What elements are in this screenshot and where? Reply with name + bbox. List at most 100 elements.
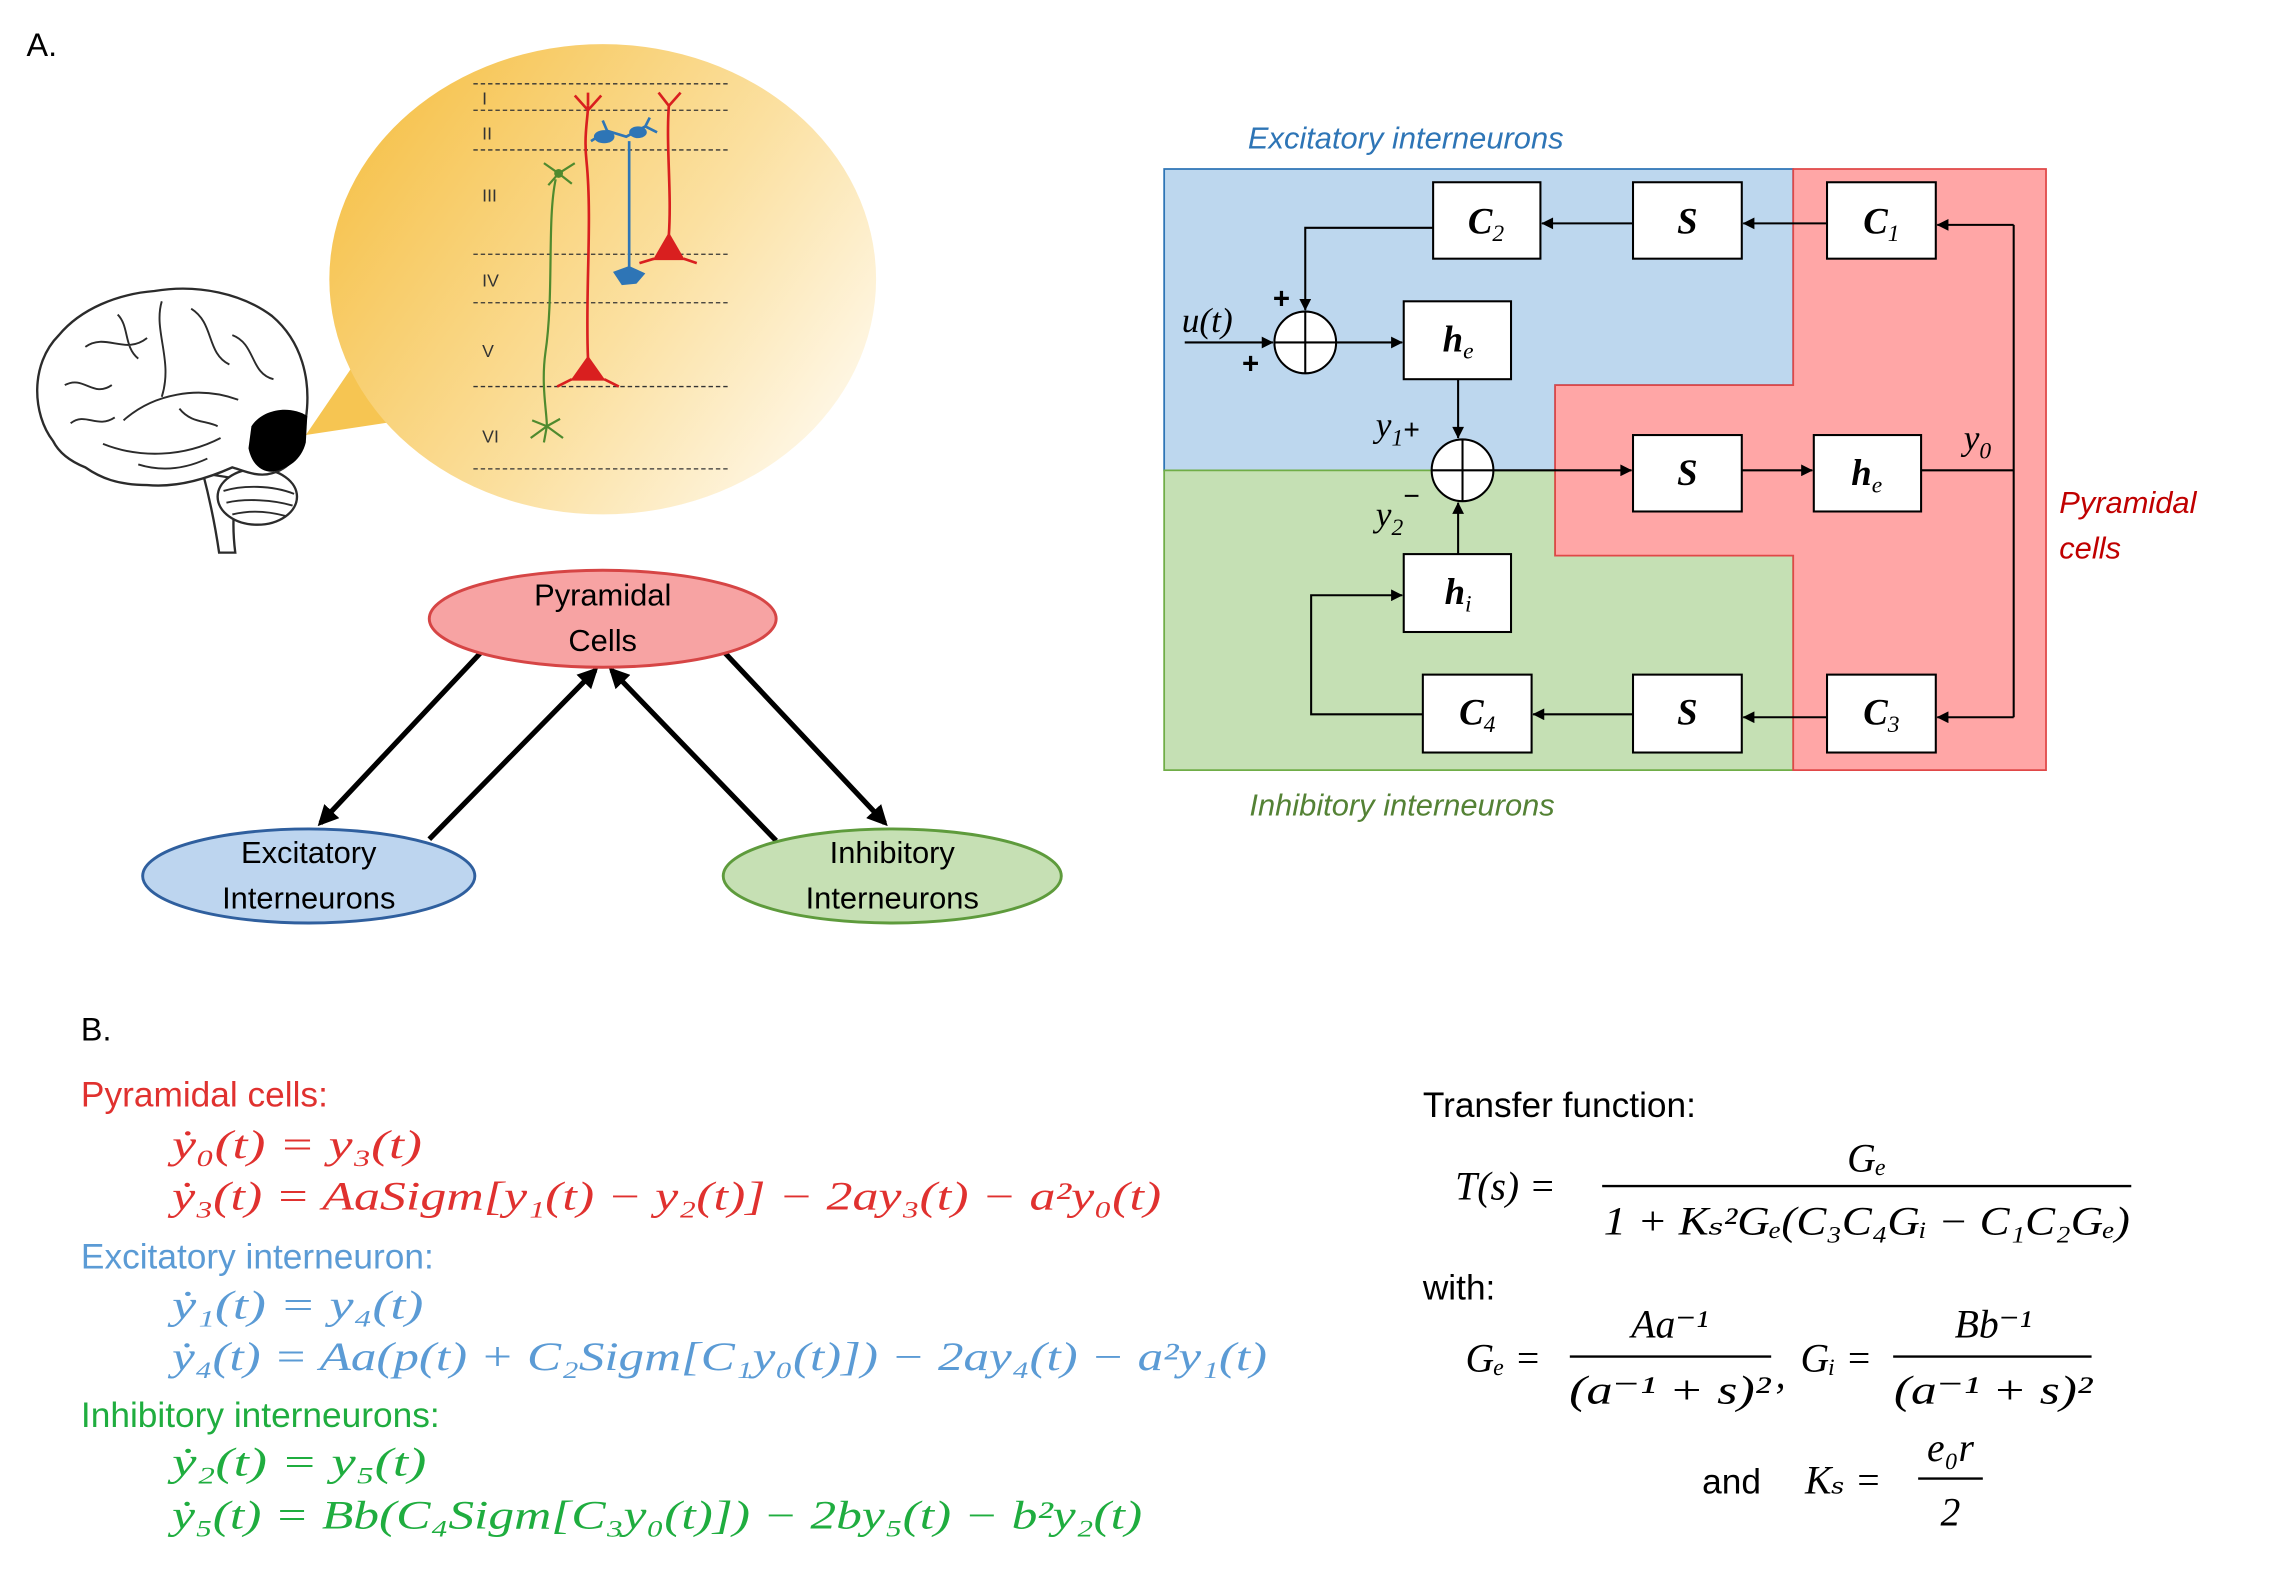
inhibitory-equation-1: ẏ₂(t) = y₅(t) — [167, 1441, 427, 1485]
signal-y0-label: y0 — [1961, 419, 1992, 465]
block-s-box — [1631, 434, 1743, 513]
pyramidal-equation-2: ẏ₃(t) = AaSigm[y₁(t) − y₂(t)] − 2ay₃(t) … — [167, 1175, 1161, 1219]
block-c4-box — [1421, 673, 1533, 754]
block-he-symbol: h — [1851, 452, 1871, 493]
basal-dendrites — [556, 378, 620, 388]
population-diagram: Pyramidal Cells Excitatory Interneurons … — [141, 568, 1063, 925]
green-neuron-soma — [554, 169, 564, 178]
layer-label-i: I — [482, 88, 487, 108]
block-c3-symbol: C — [1863, 692, 1888, 733]
inhibitory-equations: Inhibitory interneurons: ẏ₂(t) = y₅(t) ẏ… — [81, 1396, 1142, 1537]
block-hi: hi — [1402, 553, 1513, 634]
pyramidal-region-label-line2: cells — [2059, 531, 2121, 566]
sum-cross — [1274, 311, 1337, 374]
blue-soma — [629, 126, 647, 139]
pyramidal-neuron-layer-v — [556, 92, 620, 388]
block-he-excitatory: he — [1402, 300, 1513, 381]
layer-label-ii: II — [482, 124, 492, 144]
apical-dendrite — [666, 105, 671, 236]
pyramidal-soma — [652, 232, 686, 261]
layer-label-iii: III — [482, 185, 497, 205]
ge-numerator: Aa⁻¹ — [1628, 1302, 1708, 1346]
transfer-lhs: T(s) = — [1455, 1164, 1556, 1208]
signal-y2-sign: − — [1403, 481, 1420, 513]
brain-sulci — [64, 301, 274, 470]
pyramidal-neuron-layer-iii — [639, 91, 698, 265]
input-signal-label: u(t) — [1182, 301, 1233, 340]
block-he-box — [1812, 434, 1923, 513]
arrow-excitatory-to-pyramidal — [427, 667, 599, 842]
excitatory-label-line2: Interneurons — [222, 880, 395, 915]
arrow-pyramidal-to-excitatory — [317, 649, 485, 827]
block-he-label: he — [1851, 452, 1882, 498]
block-he-box — [1402, 300, 1513, 381]
apical-dendrite — [584, 105, 591, 359]
signal-y1-sign: + — [1403, 414, 1420, 446]
ks-denominator: 2 — [1941, 1491, 1961, 1535]
gi-denominator: (a⁻¹ + s)² — [1894, 1369, 2094, 1413]
ge-denominator: (a⁻¹ + s)² — [1569, 1369, 1772, 1413]
separator-comma: , — [1776, 1352, 1786, 1396]
block-s-label: S — [1677, 201, 1697, 242]
block-he-label: he — [1443, 318, 1474, 364]
arrow-inhibitory-to-pyramidal — [608, 667, 778, 843]
block-s-excitatory: S — [1631, 181, 1743, 260]
pyramidal-label-line2: Cells — [568, 623, 637, 658]
signal-y0-sub: 0 — [1979, 439, 1991, 465]
cerebellum-folia — [223, 485, 295, 517]
blue-stellate-neurons — [590, 116, 658, 286]
bubble — [329, 44, 877, 515]
pyramidal-soma — [570, 355, 606, 381]
excitatory-region-label: Excitatory interneurons — [1248, 120, 1564, 155]
inhibitory-label-line2: Interneurons — [806, 880, 979, 915]
signal-y1-label: y1+ — [1373, 406, 1420, 452]
excitatory-label-line1: Excitatory — [241, 835, 377, 870]
apical-tuft — [573, 92, 603, 112]
sum1-plus-left: + — [1242, 347, 1259, 380]
panel-b-label: B. — [81, 1012, 112, 1048]
pyramidal-equations: Pyramidal cells: ẏ₀(t) = y₃(t) ẏ₃(t) = A… — [81, 1076, 1161, 1219]
block-he-sub: e — [1872, 472, 1882, 498]
block-c4-symbol: C — [1459, 692, 1484, 733]
wire-c4-to-hi — [1310, 589, 1423, 716]
gi-numerator: Bb⁻¹ — [1955, 1302, 2032, 1346]
summing-junction-2 — [1430, 438, 1495, 503]
block-c1-box — [1825, 181, 1937, 260]
block-c4: C4 — [1421, 673, 1533, 754]
layer-label-v: V — [482, 341, 494, 361]
block-c2-symbol: C — [1468, 201, 1493, 242]
signal-y1-symbol: y — [1373, 406, 1392, 445]
pyramidal-region-label-line1: Pyramidal — [2059, 485, 2197, 520]
bubble-tail — [305, 361, 403, 436]
basal-dendrites — [639, 257, 698, 265]
block-he-sub: e — [1463, 339, 1473, 365]
block-s-box — [1631, 673, 1743, 754]
signal-y2-sub: 2 — [1391, 515, 1403, 541]
sum-cross — [1431, 439, 1494, 502]
block-c3-sub: 3 — [1887, 712, 1900, 738]
cortex-inset: I II III IV V VI — [305, 44, 877, 515]
excitatory-equations: Excitatory interneuron: ẏ₁(t) = y₄(t) ẏ₄… — [81, 1237, 1267, 1378]
signal-y0-symbol: y — [1961, 419, 1980, 458]
ks-numerator: e₀r — [1927, 1426, 1974, 1470]
transfer-numerator: Gₑ — [1847, 1136, 1886, 1180]
layer-labels: I II III IV V VI — [482, 88, 499, 446]
block-c2-label: C2 — [1468, 201, 1505, 247]
block-c1-symbol: C — [1863, 201, 1888, 242]
inhibitory-equation-2: ẏ₅(t) = Bb(C₄Sigm[C₃y₀(t)]) − 2by₅(t) − … — [167, 1494, 1142, 1538]
ge-lhs: Gₑ = — [1465, 1336, 1541, 1380]
inhibitory-ellipse — [721, 827, 1063, 925]
blue-stellate-soma-layer-iv — [612, 266, 646, 286]
excitatory-ellipse — [141, 827, 477, 925]
block-c3: C3 — [1825, 673, 1937, 754]
model-equations: Pyramidal cells: ẏ₀(t) = y₃(t) ẏ₃(t) = A… — [81, 1076, 1267, 1538]
occipital-region-highlight — [248, 409, 308, 472]
blue-soma — [593, 130, 615, 144]
excitatory-heading: Excitatory interneuron: — [81, 1237, 434, 1276]
with-label: with: — [1422, 1268, 1496, 1307]
signal-y2-label: y2− — [1373, 481, 1420, 541]
transfer-function: Transfer function: T(s) = Gₑ 1 + Kₛ²Gₑ(C… — [1422, 1086, 2132, 1535]
block-c3-label: C3 — [1863, 692, 1899, 738]
block-s-inhibitory: S — [1631, 673, 1743, 754]
